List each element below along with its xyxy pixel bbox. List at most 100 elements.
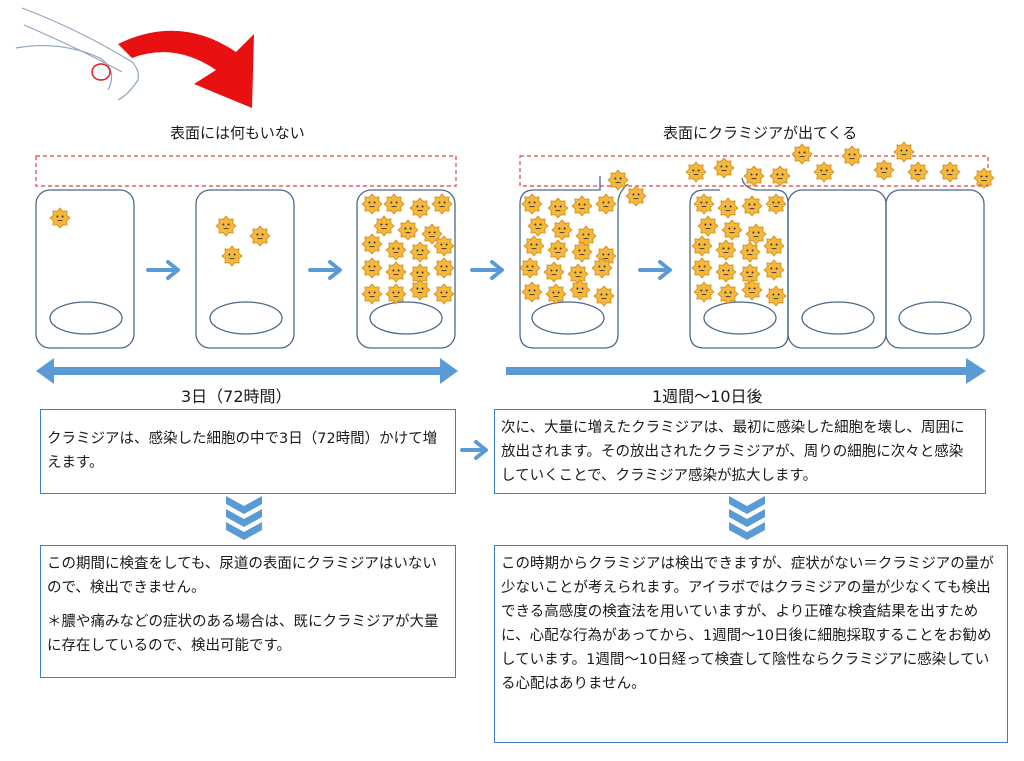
bacteria-face-icon bbox=[813, 161, 835, 183]
bacteria-face-icon bbox=[385, 239, 407, 261]
cell-stage-1 bbox=[35, 189, 135, 349]
bacteria-face-icon bbox=[685, 161, 707, 183]
bacteria-face-icon bbox=[713, 157, 735, 179]
bacteria-face-icon bbox=[739, 241, 761, 263]
bacteria-face-icon bbox=[769, 165, 791, 187]
bacteria-face-icon bbox=[361, 193, 383, 215]
right-arrow-icon bbox=[470, 260, 504, 280]
bacteria-face-icon bbox=[521, 193, 543, 215]
bacteria-face-icon bbox=[361, 257, 383, 279]
bacteria-face-icon bbox=[741, 279, 763, 301]
cell-nucleus bbox=[898, 301, 972, 335]
bacteria-face-icon bbox=[693, 281, 715, 303]
bacteria-face-icon bbox=[519, 257, 541, 279]
neighbor-cell-2 bbox=[885, 189, 985, 349]
bacteria-face-icon bbox=[741, 195, 763, 217]
bacteria-face-icon bbox=[691, 235, 713, 257]
bacteria-face-icon bbox=[575, 225, 597, 247]
bacteria-face-icon bbox=[763, 235, 785, 257]
period-label-left: 3日（72時間） bbox=[181, 387, 292, 406]
bacteria-face-icon bbox=[547, 197, 569, 219]
bacteria-face-icon bbox=[591, 257, 613, 279]
bacteria-face-icon bbox=[571, 195, 593, 217]
bacteria-face-icon bbox=[721, 219, 743, 241]
bacteria-face-icon bbox=[907, 161, 929, 183]
bacteria-face-icon bbox=[765, 285, 787, 307]
cell-nucleus bbox=[49, 301, 123, 335]
bacteria-face-icon bbox=[523, 235, 545, 257]
cell-nucleus bbox=[703, 301, 777, 335]
bacteria-face-icon bbox=[717, 283, 739, 305]
bacteria-face-icon bbox=[433, 283, 455, 305]
surface-label-left: 表面には何もいない bbox=[170, 124, 305, 142]
desc-box-right: 次に、大量に増えたクラミジアは、最初に感染した細胞を壊し、周囲に放出されます。そ… bbox=[494, 409, 986, 494]
bacteria-face-icon bbox=[567, 263, 589, 285]
bacteria-face-icon bbox=[547, 239, 569, 261]
cell-nucleus bbox=[369, 301, 443, 335]
bacteria-face-icon bbox=[551, 219, 573, 241]
bacteria-face-icon bbox=[607, 169, 629, 191]
result-box-right: この時期からクラミジアは検出できますが、症状がない＝クラミジアの量が少ないことが… bbox=[494, 545, 1008, 743]
bacteria-face-icon bbox=[397, 219, 419, 241]
bacteria-face-icon bbox=[873, 159, 895, 181]
bacteria-face-icon bbox=[625, 185, 647, 207]
result-note: ＊膿や痛みなどの症状のある場合は、既にクラミジアが大量に存在しているので、検出可… bbox=[47, 614, 439, 654]
bacteria-face-icon bbox=[763, 259, 785, 281]
bacteria-face-icon bbox=[593, 285, 615, 307]
bacteria-face-icon bbox=[715, 261, 737, 283]
bacteria-face-icon bbox=[973, 167, 995, 189]
right-arrow-icon bbox=[146, 260, 180, 280]
bacteria-face-icon bbox=[249, 225, 271, 247]
bacteria-face-icon bbox=[385, 261, 407, 283]
bacteria-face-icon bbox=[409, 279, 431, 301]
bacteria-face-icon bbox=[745, 223, 767, 245]
surface-label-right: 表面にクラミジアが出てくる bbox=[663, 124, 858, 142]
bacteria-face-icon bbox=[545, 283, 567, 305]
result-box-left: この期間に検査をしても、尿道の表面にクラミジアはいないので、検出できません。 ＊… bbox=[40, 545, 456, 678]
cell-nucleus bbox=[531, 301, 605, 335]
desc-box-left: クラミジアは、感染した細胞の中で3日（72時間）かけて増えます。 bbox=[40, 409, 456, 494]
triple-chevron-down-icon bbox=[226, 496, 262, 540]
cell-nucleus bbox=[209, 301, 283, 335]
bacteria-face-icon bbox=[743, 165, 765, 187]
cell-stage-3 bbox=[356, 189, 456, 349]
bacteria-face-icon bbox=[433, 257, 455, 279]
bacteria-face-icon bbox=[433, 235, 455, 257]
desc-text: 次に、大量に増えたクラミジアは、最初に感染した細胞を壊し、周囲に放出されます。そ… bbox=[501, 420, 965, 484]
bacteria-face-icon bbox=[717, 197, 739, 219]
bacteria-face-icon bbox=[361, 283, 383, 305]
bacteria-face-icon bbox=[373, 215, 395, 237]
bacteria-face-icon bbox=[385, 283, 407, 305]
bacteria-face-icon bbox=[431, 193, 453, 215]
timeline-arrow-left bbox=[36, 358, 458, 384]
urethra-sketch-icon bbox=[15, 7, 139, 101]
bacteria-face-icon bbox=[409, 263, 431, 285]
bacteria-face-icon bbox=[765, 193, 787, 215]
right-arrow-icon bbox=[308, 260, 342, 280]
bacteria-face-icon bbox=[693, 193, 715, 215]
result-text: この期間に検査をしても、尿道の表面にクラミジアはいないので、検出できません。 bbox=[47, 556, 437, 596]
cell-nucleus bbox=[801, 301, 875, 335]
triple-chevron-down-icon bbox=[729, 496, 765, 540]
bacteria-face-icon bbox=[697, 215, 719, 237]
cell-stage-5 bbox=[689, 177, 789, 349]
bacteria-face-icon bbox=[791, 143, 813, 165]
bacteria-face-icon bbox=[841, 145, 863, 167]
timeline-arrow-right bbox=[506, 358, 986, 384]
bacteria-face-icon bbox=[361, 233, 383, 255]
bacteria-face-icon bbox=[739, 263, 761, 285]
bacteria-face-icon bbox=[571, 241, 593, 263]
bacteria-face-icon bbox=[543, 261, 565, 283]
bacteria-face-icon bbox=[893, 141, 915, 163]
result-text: この時期からクラミジアは検出できますが、症状がない＝クラミジアの量が少ないことが… bbox=[501, 556, 994, 692]
bacteria-face-icon bbox=[691, 257, 713, 279]
right-arrow-icon bbox=[638, 260, 672, 280]
cell-stage-2 bbox=[195, 189, 295, 349]
period-label-right: 1週間〜10日後 bbox=[652, 387, 763, 406]
right-arrow-icon bbox=[460, 440, 488, 460]
desc-text: クラミジアは、感染した細胞の中で3日（72時間）かけて増えます。 bbox=[47, 431, 438, 471]
bacteria-face-icon bbox=[409, 197, 431, 219]
surface-region-left bbox=[35, 155, 457, 187]
bacteria-face-icon bbox=[49, 207, 71, 229]
